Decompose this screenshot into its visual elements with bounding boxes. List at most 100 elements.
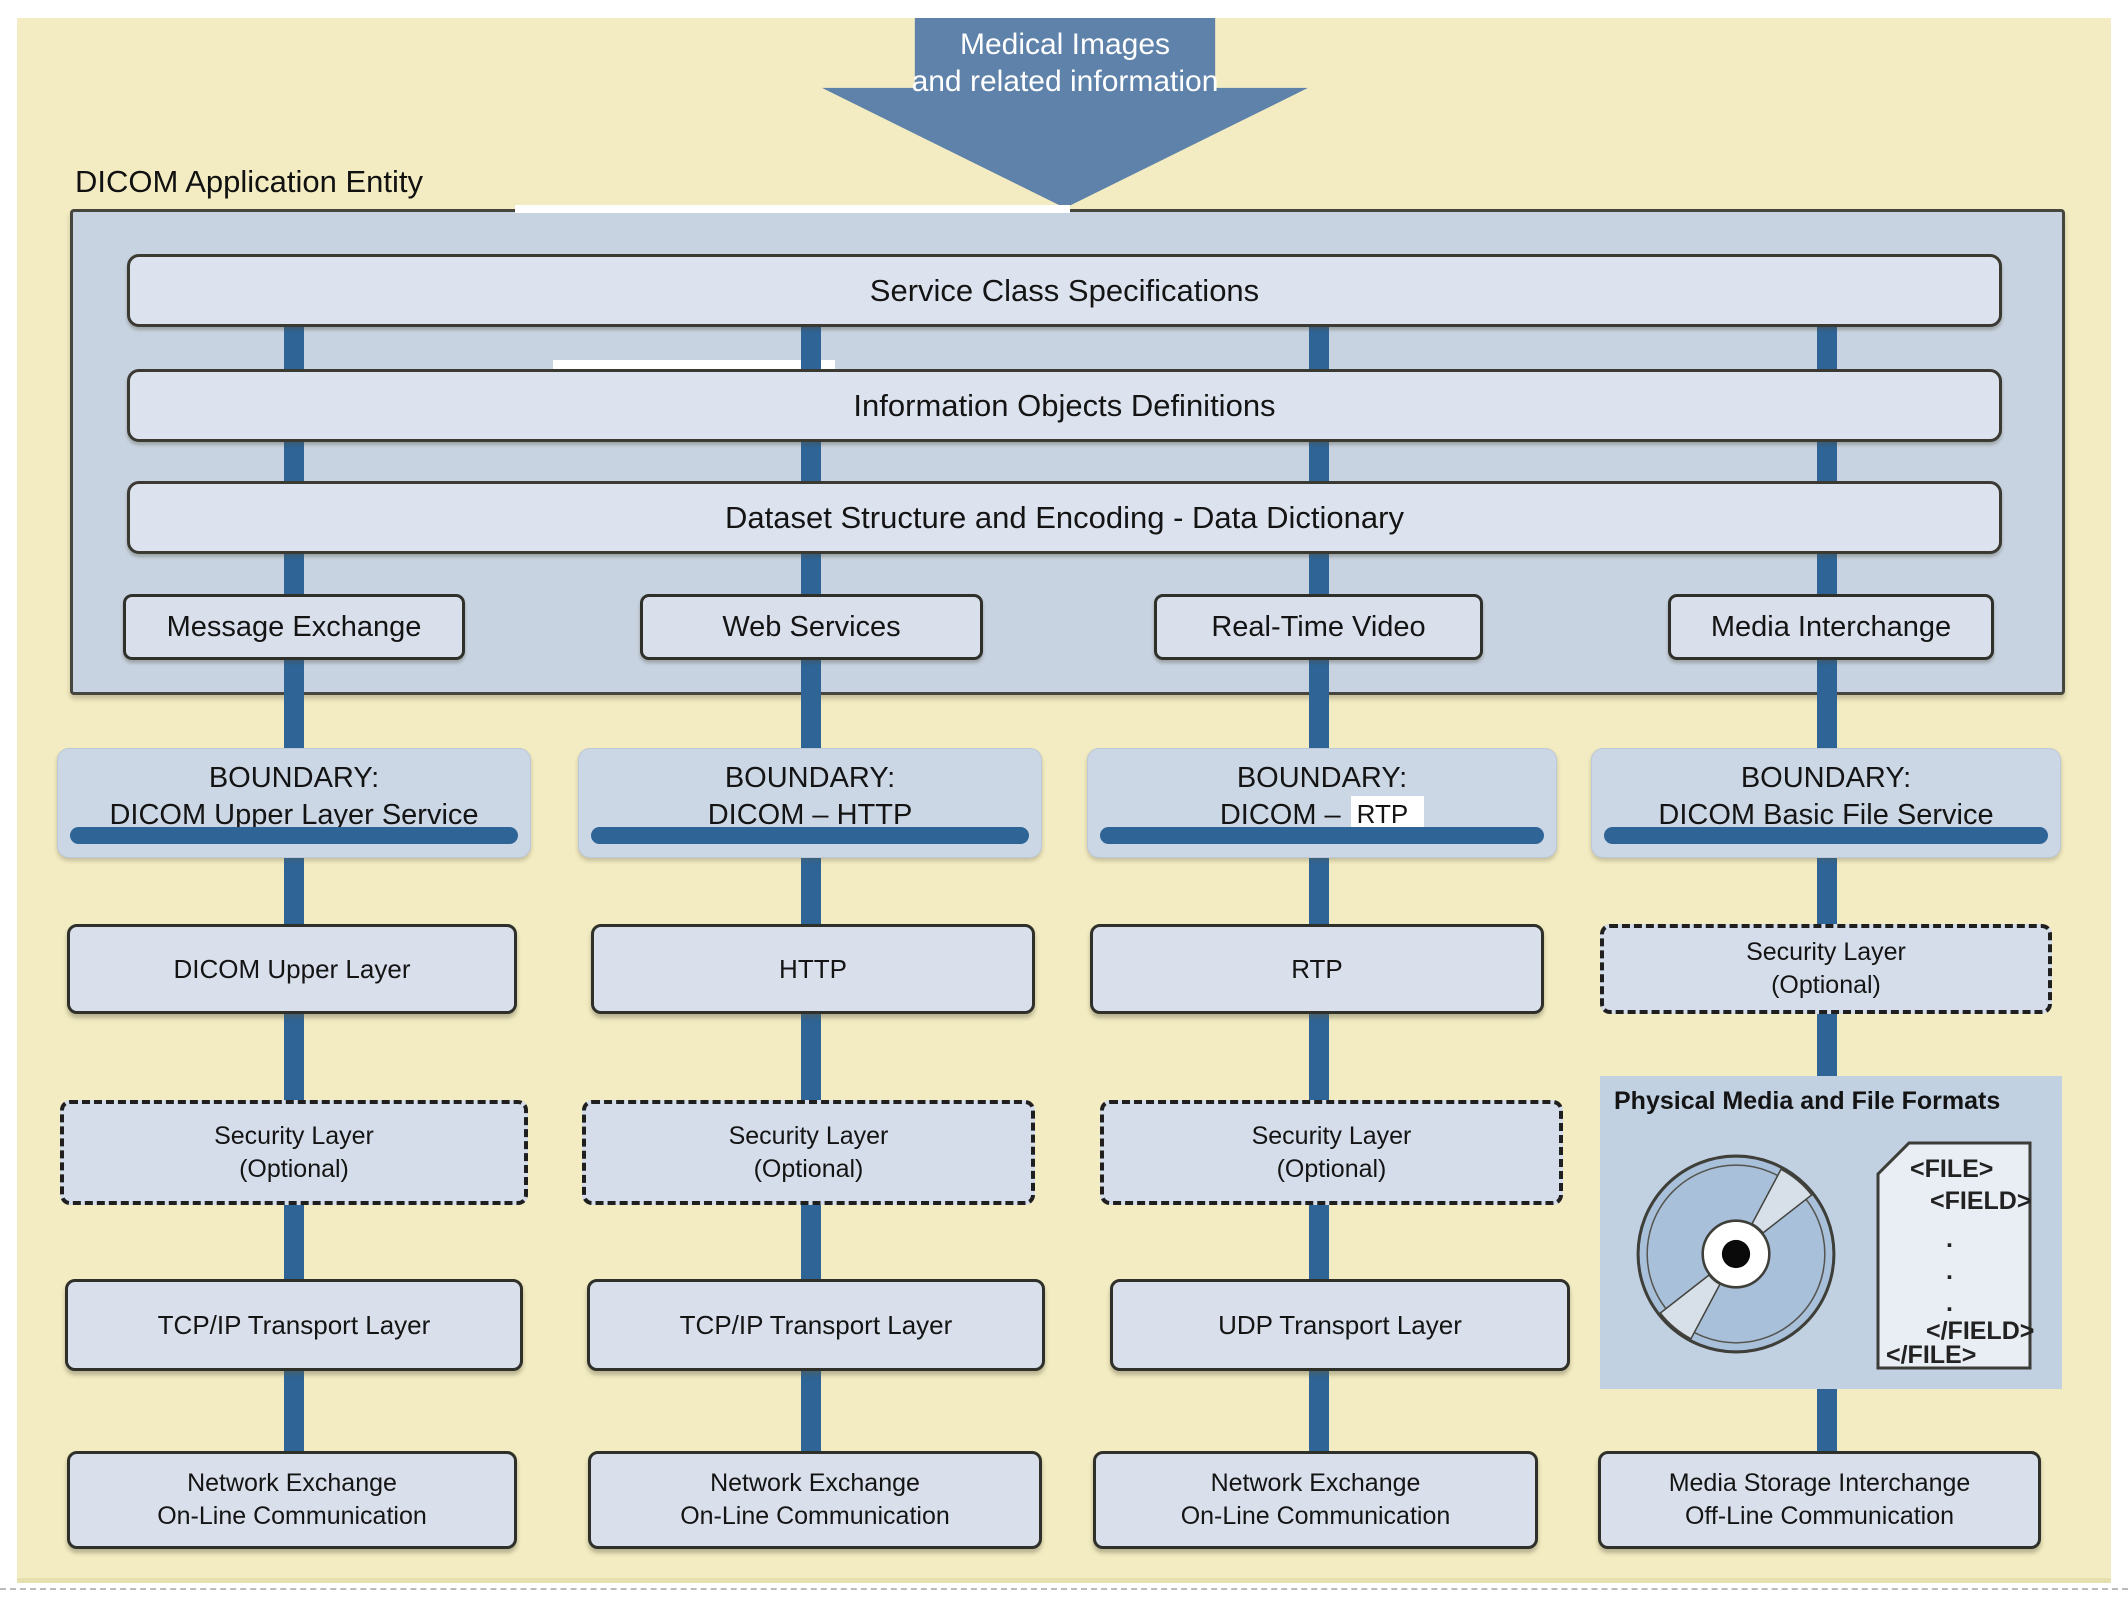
boundary-line1: BOUNDARY: — [1236, 762, 1408, 794]
network-line1: Media Storage Interchange — [1668, 1469, 1971, 1497]
layer-bar-label: Dataset Structure and Encoding - Data Di… — [725, 499, 1404, 535]
transport-box-tcpip: TCP/IP Transport Layer — [587, 1279, 1045, 1371]
network-line1: Network Exchange — [187, 1469, 397, 1497]
boundary-box-basic-file-service: BOUNDARY: DICOM Basic File Service — [1591, 748, 2061, 858]
arrow-caption: Medical Images and related information — [822, 26, 1308, 100]
security-line1: Security Layer — [214, 1121, 374, 1150]
layer-bar-dataset-structure: Dataset Structure and Encoding - Data Di… — [127, 481, 2002, 554]
connector — [284, 1012, 304, 1102]
connector — [284, 440, 304, 481]
network-line1: Network Exchange — [1210, 1469, 1421, 1497]
connector — [801, 1203, 821, 1281]
connector — [1309, 1203, 1329, 1281]
file-line: . — [1946, 1289, 1953, 1317]
connector — [284, 1203, 304, 1281]
security-line1: Security Layer — [1251, 1121, 1412, 1150]
file-line: . — [1946, 1257, 1953, 1285]
file-line: . — [1946, 1225, 1953, 1253]
boundary-line2: DICOM Basic File Service — [1658, 799, 1994, 831]
layer-bar-information-objects: Information Objects Definitions — [127, 369, 2002, 442]
layer-bar-label: Service Class Specifications — [869, 272, 1260, 308]
connector — [1817, 1012, 1837, 1078]
security-line2: (Optional) — [1771, 971, 1881, 999]
transport-box-udp: UDP Transport Layer — [1110, 1279, 1570, 1371]
service-box-web-services: Web Services — [640, 594, 983, 660]
connector — [1817, 327, 1837, 369]
security-line2: (Optional) — [239, 1154, 349, 1183]
boundary-bar — [591, 827, 1029, 844]
connector — [801, 327, 821, 369]
layer-bar-label: Information Objects Definitions — [853, 387, 1276, 423]
boundary-box-upper-layer-service: BOUNDARY: DICOM Upper Layer Service — [57, 748, 531, 858]
service-box-media-interchange: Media Interchange — [1668, 594, 1994, 660]
network-exchange-box: Network Exchange On-Line Communication — [1093, 1451, 1538, 1549]
application-entity-label: DICOM Application Entity — [75, 164, 424, 199]
service-box-label: Media Interchange — [1710, 610, 1952, 643]
connector — [1817, 440, 1837, 481]
connector — [801, 1012, 821, 1102]
white-artifact — [553, 360, 835, 369]
boundary-bar — [70, 827, 518, 844]
connector — [284, 327, 304, 369]
network-line1: Network Exchange — [710, 1469, 920, 1497]
file-line: <FIELD> — [1930, 1187, 2031, 1215]
connector — [1309, 327, 1329, 369]
connector — [1817, 1387, 1837, 1453]
service-box-message-exchange: Message Exchange — [123, 594, 465, 660]
security-line1: Security Layer — [1746, 938, 1906, 966]
security-line2: (Optional) — [753, 1154, 864, 1183]
connector — [1309, 854, 1329, 928]
boundary-line2: DICOM – HTTP — [707, 799, 913, 831]
connector — [1309, 1012, 1329, 1102]
boundary-bar — [1100, 827, 1544, 844]
connector — [801, 440, 821, 481]
security-layer-box-media: Security Layer (Optional) — [1600, 924, 2052, 1014]
boundary-box-dicom-rtp: BOUNDARY: DICOM –RTP — [1087, 748, 1557, 858]
layer-bar-service-class: Service Class Specifications — [127, 254, 2002, 327]
white-artifact — [515, 205, 1070, 213]
connector — [801, 854, 821, 928]
network-line2: On-Line Communication — [1180, 1502, 1451, 1530]
boundary-line2-prefix: DICOM – — [1219, 799, 1341, 831]
arrow-caption-line1: Medical Images — [959, 28, 1171, 61]
protocol-label: HTTP — [779, 953, 847, 984]
connector — [1309, 440, 1329, 481]
file-format-icon: <FILE> <FIELD> . . . </FIELD> </FILE> — [1876, 1141, 2034, 1370]
network-exchange-box: Network Exchange On-Line Communication — [588, 1451, 1042, 1549]
cd-disc-icon — [1636, 1154, 1836, 1354]
security-layer-box: Security Layer (Optional) — [60, 1100, 528, 1205]
network-line2: On-Line Communication — [157, 1502, 427, 1530]
security-line2: (Optional) — [1276, 1154, 1387, 1183]
transport-label: TCP/IP Transport Layer — [157, 1309, 431, 1340]
transport-label: TCP/IP Transport Layer — [679, 1309, 953, 1340]
security-line1: Security Layer — [728, 1121, 889, 1150]
security-layer-box: Security Layer (Optional) — [582, 1100, 1035, 1205]
boundary-box-dicom-http: BOUNDARY: DICOM – HTTP — [578, 748, 1042, 858]
file-line: </FILE> — [1886, 1341, 1976, 1369]
boundary-line2: DICOM Upper Layer Service — [109, 799, 479, 831]
service-box-label: Real-Time Video — [1211, 610, 1426, 643]
protocol-label: RTP — [1291, 953, 1343, 984]
media-storage-box: Media Storage Interchange Off-Line Commu… — [1598, 1451, 2041, 1549]
transport-box-tcpip: TCP/IP Transport Layer — [65, 1279, 523, 1371]
protocol-box-dicom-upper-layer: DICOM Upper Layer — [67, 924, 517, 1014]
boundary-bar — [1604, 827, 2048, 844]
protocol-box-rtp: RTP — [1090, 924, 1544, 1014]
network-line2: On-Line Communication — [680, 1502, 950, 1530]
bottom-artifact-line — [0, 1588, 2128, 1590]
boundary-line1: BOUNDARY: — [724, 762, 896, 794]
media-panel-title: Physical Media and File Formats — [1614, 1087, 2001, 1115]
security-layer-box: Security Layer (Optional) — [1100, 1100, 1563, 1205]
connector — [801, 1369, 821, 1453]
connector — [1309, 1369, 1329, 1453]
network-exchange-box: Network Exchange On-Line Communication — [67, 1451, 517, 1549]
connector — [284, 1369, 304, 1453]
protocol-label: DICOM Upper Layer — [173, 953, 411, 984]
arrow-caption-line2: and related information — [911, 65, 1219, 98]
service-box-real-time-video: Real-Time Video — [1154, 594, 1483, 660]
boundary-line1: BOUNDARY: — [1740, 762, 1912, 794]
service-box-label: Message Exchange — [166, 610, 422, 643]
file-line: <FILE> — [1910, 1155, 1993, 1183]
transport-label: UDP Transport Layer — [1218, 1309, 1462, 1340]
